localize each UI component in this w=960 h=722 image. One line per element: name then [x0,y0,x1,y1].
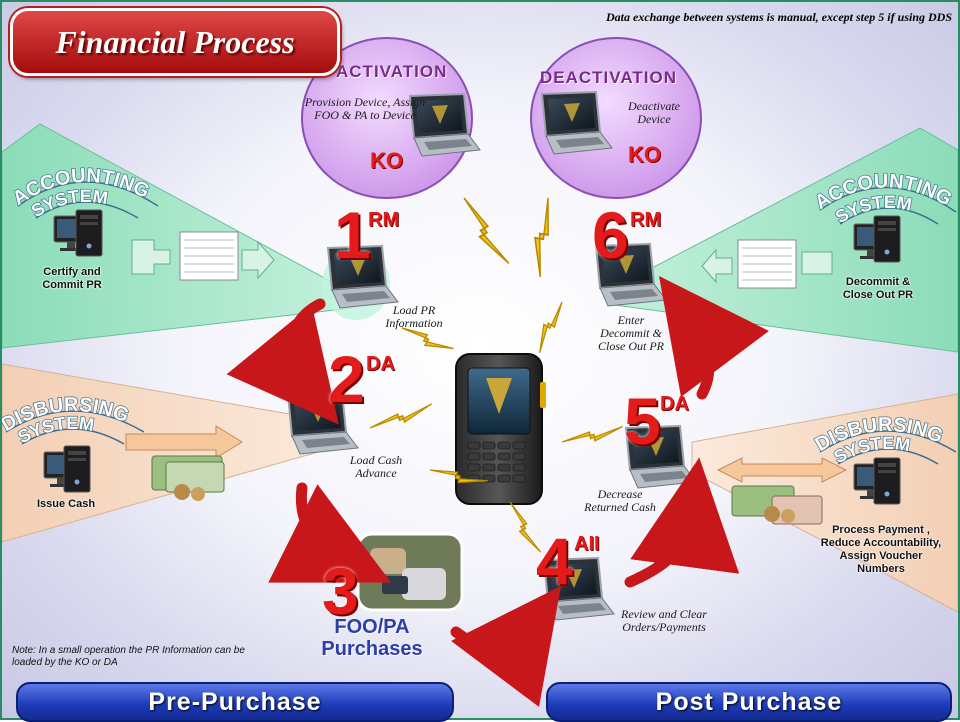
step4-label: Review and Clear Orders/Payments [621,607,707,634]
step1-number: 1 [334,198,371,272]
deactivation-text: Deactivate Device [628,99,680,126]
step6-number: 6 [592,198,629,272]
purchase-photo [356,532,464,612]
disbursing-right-computer-icon [853,457,901,505]
step4-role: AII [574,533,600,555]
step6-role: RM [630,209,662,231]
step6-label: Enter Decommit & Close Out PR [598,313,664,353]
step2-label: Load Cash Advance [349,453,403,480]
step5-label: Decrease Returned Cash [584,487,656,514]
header-note: Data exchange between systems is manual,… [606,10,952,24]
accounting-right-label: Decommit & Close Out PR [842,276,914,301]
step4-number: 4 [536,524,573,598]
activation-text: Provision Device, Assign FOO & PA to Dev… [304,95,426,122]
disbursing-left-computer-icon [43,445,91,493]
post-purchase-bar: Post Purchase [546,682,952,722]
activation-role: KO [370,148,403,173]
step3-label: FOO/PA Purchases [321,616,423,660]
step2-role: DA [366,353,395,375]
title-banner: Financial Process [10,8,340,76]
pre-purchase-bar: Pre-Purchase [16,682,454,722]
activation-bubble [301,37,473,199]
handheld-device-icon [455,353,546,505]
footnote: Note: In a small operation the PR Inform… [12,645,245,668]
disbursing-right-label: Process Payment , Reduce Accountability,… [820,524,942,575]
activation-title: ACTIVATION [336,62,448,81]
step2-number: 2 [328,342,365,416]
accounting-left-label: Certify and Commit PR [42,266,102,291]
deactivation-title: DEACTIVATION [540,68,677,87]
page-title: Financial Process [55,23,295,60]
cash-bundle-left [125,425,243,501]
step1-role: RM [368,209,400,231]
step3-number: 3 [322,554,359,628]
deactivation-bubble [530,37,702,199]
pr-document-left [131,231,275,281]
step1-label: Load PR Information [385,303,443,330]
step5-role: DA [660,393,689,415]
pr-document-right [701,239,833,289]
deactivation-role: KO [628,142,661,167]
step5-number: 5 [624,384,661,458]
disbursing-left-label: Issue Cash [36,498,96,510]
cash-bundle-right [716,457,848,525]
process-flow-arrows [226,275,769,708]
accounting-left-computer-icon [53,209,103,257]
